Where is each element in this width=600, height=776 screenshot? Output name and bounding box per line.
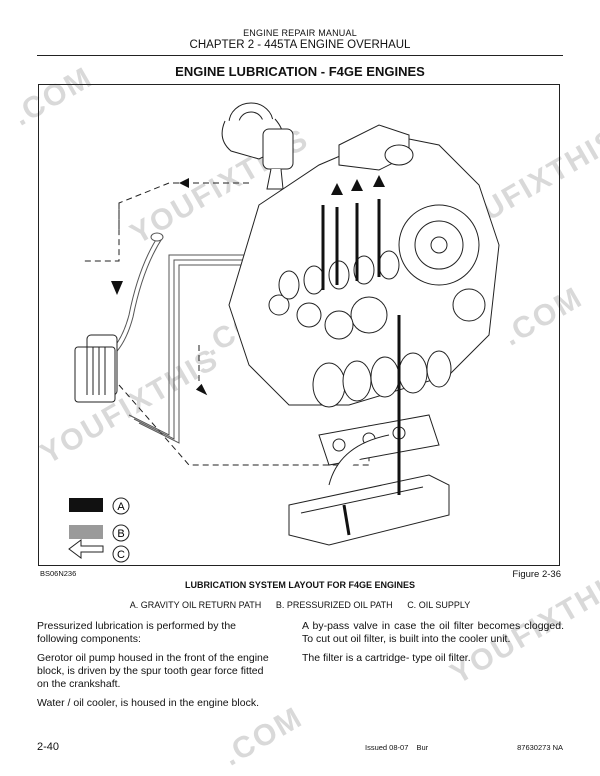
page-number: 2-40 xyxy=(37,741,60,753)
body-column-right: A by-pass valve in case the oil filter b… xyxy=(302,620,564,671)
flow-arrow-icon xyxy=(331,175,385,195)
paragraph: Pressurized lubrication is performed by … xyxy=(37,620,237,645)
issue-info: Issued 08-07 Bur xyxy=(365,743,434,752)
paragraph: Gerotor oil pump housed in the front of … xyxy=(37,652,269,690)
oil-line-dashed xyxy=(81,182,370,466)
body-column-left: Pressurized lubrication is performed by … xyxy=(37,620,273,716)
legend-key-a: A xyxy=(117,501,125,513)
header-divider xyxy=(37,55,563,56)
figure-legend: A. GRAVITY OIL RETURN PATH B. PRESSURIZE… xyxy=(0,600,600,610)
legend-swatch-gravity xyxy=(69,498,103,512)
figure-frame: A B C xyxy=(38,84,560,566)
oil-cooler-drawing xyxy=(74,334,118,403)
engine-lubrication-illustration: A B C xyxy=(68,102,500,563)
legend-key-b: B xyxy=(117,528,124,540)
legend-key-c: C xyxy=(117,549,125,561)
legend-item-b: B. PRESSURIZED OIL PATH xyxy=(275,600,393,610)
part-number: 87630273 NA xyxy=(517,743,563,752)
issuer: Bur xyxy=(416,743,429,752)
flow-arrow-icon xyxy=(111,178,208,396)
manual-title: ENGINE REPAIR MANUAL xyxy=(243,28,357,38)
legend-swatch-supply xyxy=(68,539,104,559)
paragraph: The filter is a cartridge- type oil filt… xyxy=(302,652,471,664)
paragraph: Water / oil cooler, is housed in the eng… xyxy=(37,697,259,709)
legend-item-a: A. GRAVITY OIL RETURN PATH xyxy=(129,600,262,610)
page-title: ENGINE LUBRICATION - F4GE ENGINES xyxy=(175,64,425,79)
crankshaft-drawing xyxy=(312,350,452,408)
camshaft-drawing xyxy=(278,250,400,300)
paragraph: A by-pass valve in case the oil filter b… xyxy=(302,620,564,645)
legend-key-circles xyxy=(112,497,130,563)
oil-sump-drawing xyxy=(288,434,450,546)
legend-item-c: C. OIL SUPPLY xyxy=(407,600,471,610)
vertical-oil-channel xyxy=(321,199,381,290)
vertical-oil-channel xyxy=(342,315,401,536)
figure-code: BS06N236 xyxy=(40,569,77,578)
legend-swatch-pressurized xyxy=(69,525,103,539)
chapter-title: CHAPTER 2 - 445TA ENGINE OVERHAUL xyxy=(189,39,411,51)
issue-date: Issued 08-07 xyxy=(365,743,409,752)
turbocharger-drawing xyxy=(221,102,294,190)
figure-caption: LUBRICATION SYSTEM LAYOUT FOR F4GE ENGIN… xyxy=(184,580,416,590)
figure-number: Figure 2-36 xyxy=(512,569,561,580)
